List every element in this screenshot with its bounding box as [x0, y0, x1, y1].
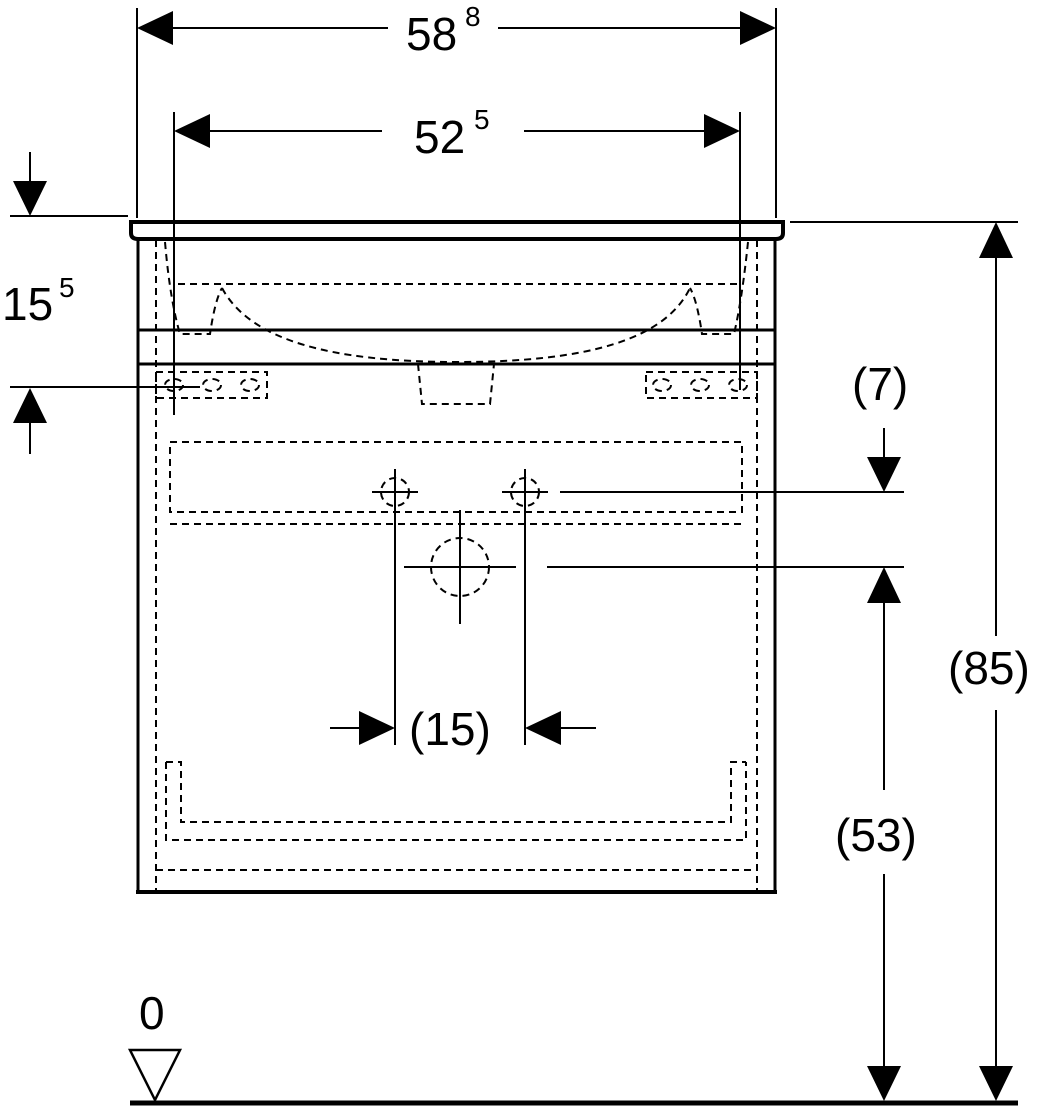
arrow-head [13, 388, 47, 423]
drawer-outline-inner [166, 761, 746, 823]
inner-width-sup: 5 [474, 104, 490, 135]
arrow-head [867, 1066, 901, 1101]
arrow-head [13, 181, 47, 216]
basin-left-corner [164, 241, 223, 335]
total-height-value: (85) [948, 642, 1030, 694]
floor-reference: 0 [127, 987, 1018, 1106]
arrow-head [740, 11, 776, 45]
inner-width-value: 52 [414, 111, 465, 163]
dimension-drain-height: (53) [835, 567, 917, 1101]
dimension-inner-width: 52 5 [174, 104, 740, 163]
dimension-drain-offset: (7) [852, 358, 908, 492]
slot-hole [240, 378, 260, 392]
slot-hole [164, 378, 184, 392]
dimension-tap-spacing: (15) [330, 703, 596, 755]
basin-drain [417, 363, 495, 405]
slot-hole [728, 378, 748, 392]
dimension-outer-width: 58 8 [137, 1, 776, 60]
basin-bowl [221, 287, 691, 364]
arrow-head [174, 114, 210, 148]
arrow-head [704, 114, 740, 148]
centre-lines [372, 469, 548, 624]
outer-width-value: 58 [406, 8, 457, 60]
slot-hole [652, 378, 672, 392]
drain-height-value: (53) [835, 809, 917, 861]
bracket-right [645, 371, 758, 399]
top-thickness-sup: 5 [59, 272, 75, 303]
arrow-head [867, 457, 901, 492]
hidden-lines [155, 240, 758, 892]
slot-hole [690, 378, 710, 392]
rear-cutout [169, 441, 743, 513]
slot-hole [202, 378, 222, 392]
bracket-left [155, 371, 268, 399]
drawer-outline-outer [165, 762, 747, 841]
top-thickness-value: 15 [2, 278, 53, 330]
arrow-head [979, 1066, 1013, 1101]
arrow-head [979, 222, 1013, 258]
arrow-head [525, 711, 561, 745]
arrow-head [137, 11, 173, 45]
arrow-head [359, 711, 395, 745]
dimension-total-height: (85) [948, 222, 1030, 1101]
dimension-top-thickness: 15 5 [2, 152, 75, 454]
countertop [129, 220, 785, 241]
extension-lines [10, 8, 1018, 745]
outer-width-sup: 8 [465, 1, 481, 32]
level-marker-icon [127, 1048, 183, 1103]
floor-level-value: 0 [139, 987, 165, 1039]
cabinet [129, 220, 785, 894]
drain-offset-value: (7) [852, 358, 908, 410]
basin-right-corner [689, 241, 749, 335]
tap-spacing-value: (15) [409, 703, 491, 755]
arrow-head [867, 567, 901, 603]
